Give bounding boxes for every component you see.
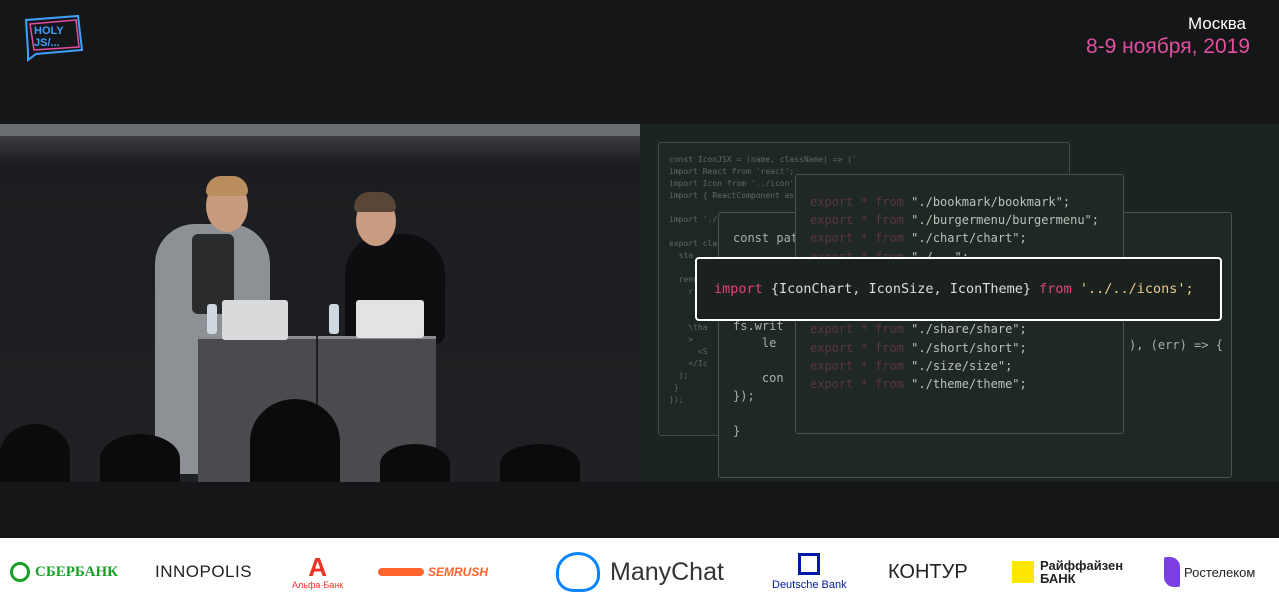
- stage-video: [0, 124, 640, 482]
- export-keyword: export * from: [810, 231, 904, 246]
- sponsor-deutschebank: Deutsche Bank: [772, 538, 847, 606]
- audience-head: [0, 424, 70, 482]
- export-line: export * from "./bookmark/bookmark";: [810, 195, 1070, 209]
- highlighted-import-box: import {IconChart, IconSize, IconTheme} …: [695, 257, 1222, 321]
- code-line: import React from 'react';: [669, 167, 795, 176]
- manychat-logo-icon: [556, 552, 600, 592]
- code-line: sta: [669, 251, 694, 260]
- event-dates: 8-9 ноября, 2019: [1085, 35, 1250, 58]
- import-names: {IconChart, IconSize, IconTheme}: [770, 281, 1032, 297]
- stage-screen-edge: [0, 124, 640, 136]
- sponsor-bar: СБЕРБАНК INNOPOLIS A Альфа·Банк SEMRUSH …: [0, 538, 1279, 606]
- code-card-middle-snippet: ), (err) => {: [1129, 338, 1223, 352]
- presentation-slide: const IconJSX = (name, className) => (` i…: [640, 124, 1279, 482]
- sponsor-name: Альфа·Банк: [292, 580, 344, 590]
- code-line: >: [669, 335, 694, 344]
- code-line: r: [669, 287, 694, 296]
- code-line: fs.writ: [733, 318, 784, 333]
- sponsor-semrush: SEMRUSH: [378, 538, 488, 606]
- sponsor-name: СБЕРБАНК: [35, 563, 119, 580]
- audience-head: [100, 434, 180, 482]
- audience-head: [250, 399, 340, 482]
- raiffeisen-logo-icon: [1012, 561, 1034, 583]
- code-line: export cla: [669, 239, 718, 248]
- export-keyword: export * from: [810, 340, 904, 355]
- code-line: con: [733, 371, 784, 385]
- semrush-logo-icon: [378, 568, 424, 576]
- header-bar: HOLY JS/... Москва 8-9 ноября, 2019: [0, 0, 1279, 124]
- code-line: }: [733, 423, 741, 438]
- event-city: Москва: [1187, 14, 1246, 33]
- export-line: export * from "./short/short";: [810, 341, 1027, 355]
- code-line: });: [733, 388, 755, 403]
- export-path: "./size/size";: [903, 358, 1013, 373]
- code-line: le: [733, 336, 777, 350]
- code-line: \tha: [669, 323, 708, 332]
- sponsor-name: INNOPOLIS: [155, 562, 253, 581]
- export-path: "./chart/chart";: [903, 231, 1027, 246]
- speaker-right-hair: [354, 192, 396, 212]
- code-line: import './: [669, 215, 718, 224]
- audience-head: [380, 444, 450, 482]
- code-line: </Ic: [669, 359, 708, 368]
- alfabank-logo-icon: A: [308, 552, 327, 582]
- export-line: export * from "./size/size";: [810, 359, 1012, 373]
- code-line: <S: [669, 347, 708, 356]
- export-line: export * from "./chart/chart";: [810, 231, 1027, 245]
- svg-text:HOLY: HOLY: [34, 25, 64, 37]
- sponsor-kontur: КОНТУР: [888, 538, 968, 606]
- sponsor-name: ManyChat: [610, 557, 724, 586]
- laptop-right: [356, 300, 424, 338]
- code-line: const pat: [733, 231, 799, 245]
- sponsor-name: КОНТУР: [888, 560, 968, 583]
- export-keyword: export * from: [810, 322, 904, 337]
- export-path: "./theme/theme";: [903, 377, 1027, 391]
- import-path: '../../icons';: [1079, 281, 1194, 297]
- sponsor-name: Ростелеком: [1184, 564, 1256, 580]
- sponsor-manychat: ManyChat: [556, 538, 724, 606]
- sponsor-name: Deutsche Bank: [772, 579, 847, 591]
- sponsor-rostelecom: Ростелеком: [1164, 538, 1255, 606]
- svg-text:JS/...: JS/...: [34, 37, 60, 49]
- from-keyword: from: [1039, 281, 1072, 297]
- sponsor-raiffeisen: Райффайзен БАНК: [1012, 538, 1132, 606]
- code-line: const IconJSX = (name, className) => (`: [669, 155, 857, 164]
- code-line: rend: [669, 275, 698, 284]
- water-bottle-right: [329, 304, 339, 334]
- export-keyword: export * from: [810, 195, 904, 209]
- code-line: );: [669, 371, 689, 380]
- sponsor-name: SEMRUSH: [428, 565, 489, 579]
- sponsor-name: Райффайзен БАНК: [1040, 558, 1124, 586]
- holyjs-logo-icon: HOLY JS/...: [24, 14, 84, 62]
- audience-head: [500, 444, 580, 482]
- export-path: "./bookmark/bookmark";: [903, 195, 1071, 209]
- water-bottle-left: [207, 304, 217, 334]
- code-line: import { ReactComponent as: [669, 191, 795, 200]
- code-line: }: [669, 383, 679, 392]
- export-keyword: export * from: [810, 213, 904, 228]
- code-line: import Icon from '../icon';: [669, 179, 800, 188]
- laptop-left: [222, 300, 288, 340]
- export-keyword: export * from: [810, 358, 904, 373]
- export-line: export * from "./share/share";: [810, 322, 1027, 336]
- speaker-left-hair: [206, 176, 248, 196]
- export-path: "./share/share";: [903, 322, 1027, 337]
- export-keyword: export * from: [810, 377, 904, 391]
- rostelecom-logo-icon: [1164, 557, 1180, 587]
- import-keyword: import: [714, 281, 763, 297]
- sponsor-sberbank: СБЕРБАНК: [10, 538, 118, 606]
- export-path: "./short/short";: [903, 340, 1027, 355]
- sponsor-innopolis: INNOPOLIS: [155, 538, 252, 606]
- sberbank-logo-icon: [10, 562, 30, 582]
- export-line: export * from "./burgermenu/burgermenu";: [810, 213, 1099, 227]
- export-line: export * from "./theme/theme";: [810, 377, 1027, 391]
- export-path: "./burgermenu/burgermenu";: [903, 213, 1099, 228]
- code-line: });: [669, 395, 684, 404]
- highlighted-import-line: import {IconChart, IconSize, IconTheme} …: [714, 281, 1194, 297]
- holyjs-logo: HOLY JS/...: [22, 14, 84, 62]
- sponsor-alfabank: A Альфа·Банк: [292, 538, 343, 606]
- deutschebank-logo-icon: [798, 553, 821, 575]
